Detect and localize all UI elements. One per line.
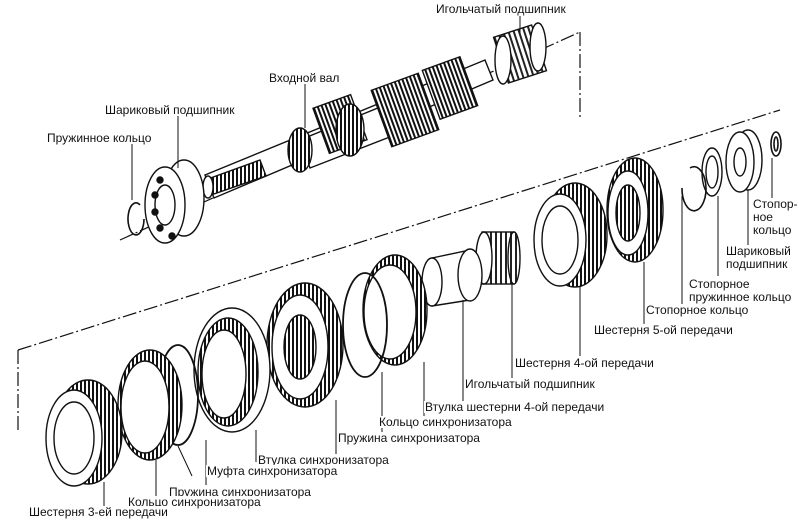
label-synchro-clutch: Муфта синхронизатора xyxy=(206,464,339,478)
synchro-ring-low xyxy=(117,349,183,461)
label-needle-bearing-mid: Игольчатый подшипник xyxy=(464,377,596,391)
label-spring-ring-left: Пружинное кольцо xyxy=(46,131,153,145)
label-needle-bearing-top: Игольчатый подшипник xyxy=(435,2,567,16)
spring-stop-ring xyxy=(701,147,723,197)
synchro-ring-mid xyxy=(362,254,428,366)
stop-ring-right xyxy=(681,165,707,212)
label-synchro-ring-low: Кольцо синхронизатора xyxy=(127,495,262,509)
gear-5 xyxy=(606,157,664,263)
synchro-clutch xyxy=(193,307,271,433)
label-synchro-spring-mid: Пружина синхронизатора xyxy=(337,431,481,445)
label-spring-stop-ring-line2: пружинное кольцо xyxy=(689,290,792,304)
label-gear-5: Шестерня 5-ой передачи xyxy=(593,323,734,337)
label-spring-stop-ring: Стопорное пружинное кольцо xyxy=(688,277,793,304)
label-synchro-spring-low: Пружина синхронизатора xyxy=(168,485,312,499)
label-stop-ring-line2: ное xyxy=(753,210,773,224)
label-ball-bearing-right: Шариковый подшипник xyxy=(725,245,792,271)
gear-3 xyxy=(45,379,123,487)
label-stop-ring: Стопор- ное кольцо xyxy=(752,198,799,237)
label-input-shaft: Входной вал xyxy=(268,71,341,85)
label-stop-ring-right: Стопорное кольцо xyxy=(645,303,750,317)
synchro-spring-mid xyxy=(342,272,388,378)
spring-ring-left xyxy=(127,202,145,236)
label-ball-bearing-right-line2: подшипник xyxy=(726,257,788,271)
ball-bearing-right xyxy=(725,129,763,193)
ball-bearing-left xyxy=(144,159,205,244)
label-synchro-ring-mid: Кольцо синхронизатора xyxy=(378,415,513,429)
input-shaft xyxy=(202,55,494,199)
label-stop-ring-line1: Стопор- xyxy=(753,197,798,211)
gear-4 xyxy=(533,182,608,288)
needle-bearing-top xyxy=(492,22,548,85)
synchro-sleeve xyxy=(266,282,344,408)
label-synchro-sleeve: Втулка синхронизатора xyxy=(257,453,390,467)
stop-ring-right-end xyxy=(770,131,782,157)
label-gear-4: Шестерня 4-ой передачи xyxy=(514,356,655,370)
label-gear-3: Шестерня 3-ей передачи xyxy=(28,505,169,519)
label-spring-stop-ring-line1: Стопорное xyxy=(689,277,750,291)
label-ball-bearing-right-line1: Шариковый xyxy=(726,244,791,258)
label-gear4-sleeve: Втулка шестерни 4-ой передачи xyxy=(424,400,606,414)
gear4-sleeve xyxy=(421,248,483,307)
label-ball-bearing-left: Шариковый подшипник xyxy=(104,103,236,117)
label-stop-ring-line3: кольцо xyxy=(753,223,792,237)
